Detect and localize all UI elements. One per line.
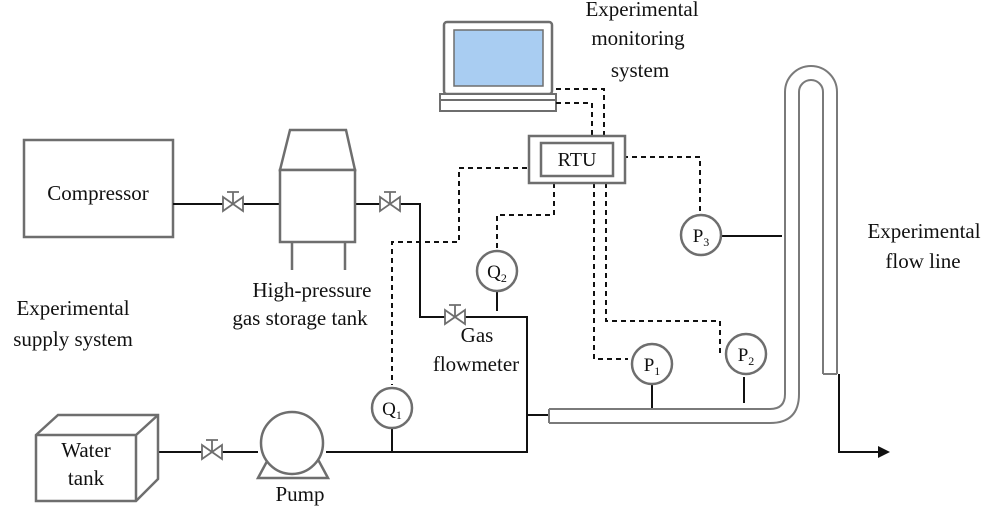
pump-icon — [255, 410, 331, 480]
svg-text:P2: P2 — [738, 345, 755, 368]
supply-pipes — [108, 203, 890, 458]
rtu-label: RTU — [558, 149, 597, 171]
pump-label: Pump — [275, 482, 324, 506]
sensor-q1-label: Q — [382, 399, 396, 420]
sensor-q2-label: Q — [487, 262, 501, 283]
rtu-box: RTU — [527, 134, 627, 185]
valve-icon — [444, 304, 466, 326]
compressor-label: Compressor — [47, 181, 149, 205]
svg-text:P1: P1 — [644, 355, 661, 378]
laptop-icon — [439, 20, 557, 112]
sensor-q2: Q2 — [475, 249, 519, 293]
sensor-p2-label: P — [738, 345, 749, 366]
sensor-q1: Q1 — [370, 386, 414, 430]
flowmeter-label-1: Gas — [461, 323, 494, 347]
sensor-q1-sub: 1 — [396, 408, 402, 422]
sensor-p3: P3 — [679, 213, 723, 257]
sensor-p3-label: P — [693, 226, 704, 247]
flow-line-tube — [548, 65, 838, 424]
valve-icon — [201, 439, 223, 461]
supply-system-label-1: Experimental — [16, 296, 129, 320]
sensor-p2-sub: 2 — [748, 354, 754, 368]
water-tank-icon — [34, 413, 160, 503]
laptop-screen — [453, 29, 544, 87]
monitoring-label-1: Experimental — [585, 0, 698, 21]
gas-storage-tank-icon — [278, 128, 357, 270]
compressor-box: Compressor — [22, 138, 175, 239]
svg-text:Q2: Q2 — [487, 262, 507, 285]
sensor-p2: P2 — [724, 332, 768, 376]
flowmeter-label-2: flowmeter — [433, 352, 519, 376]
sensor-p1-sub: 1 — [654, 364, 660, 378]
svg-text:Q1: Q1 — [382, 399, 402, 422]
water-tank-label-2: tank — [68, 466, 105, 490]
flow-line-label-1: Experimental — [867, 219, 980, 243]
flow-line-label-2: flow line — [885, 249, 960, 273]
sensor-p1-label: P — [644, 355, 655, 376]
valve-icon — [222, 191, 244, 213]
outlet-arrow-icon — [878, 446, 890, 458]
sensor-p3-sub: 3 — [703, 235, 709, 249]
signal-lines — [391, 88, 726, 385]
tank-label-2: gas storage tank — [232, 306, 368, 330]
monitoring-label-2: monitoring — [591, 26, 685, 50]
svg-text:P3: P3 — [693, 226, 710, 249]
water-tank-label-1: Water — [61, 438, 111, 462]
sensor-q2-sub: 2 — [501, 271, 507, 285]
supply-system-label-2: supply system — [13, 327, 133, 351]
tank-label-1: High-pressure — [253, 278, 372, 302]
valve-icon — [379, 191, 401, 213]
monitoring-label-3: system — [611, 58, 669, 82]
sensor-p1: P1 — [630, 342, 674, 386]
